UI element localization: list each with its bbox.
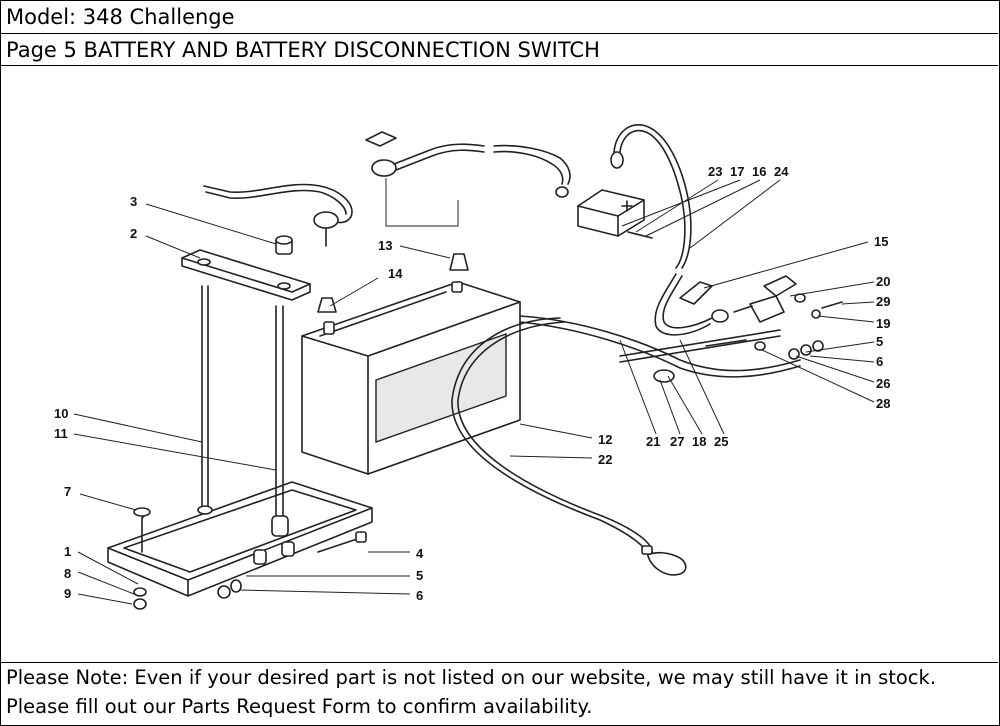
callout-24: 24 [774,164,789,179]
callout-12: 12 [598,432,612,447]
negative-cable [203,183,353,247]
callout-14: 14 [388,266,403,281]
callout-3: 3 [130,194,137,209]
callout-17: 17 [730,164,744,179]
callout-23: 23 [708,164,722,179]
callout-1: 1 [64,544,71,559]
positive-cable [365,131,571,227]
callout-19: 19 [876,316,890,331]
callout-13: 13 [378,238,392,253]
fuse-box [577,189,653,239]
callout-10: 10 [54,406,68,421]
callout-18: 18 [692,434,706,449]
callout-7: 7 [64,484,71,499]
terminal-caps [317,253,469,313]
pull-cable [451,317,687,576]
callout-15: 15 [874,234,888,249]
callout-9: 9 [64,586,71,601]
callout-29: 29 [876,294,890,309]
parts-diagram: 1 2 3 4 5 6 7 8 9 10 11 12 22 13 14 15 2… [54,124,890,610]
tie-rods [197,285,289,537]
callout-28: 28 [876,396,890,411]
callout-labels: 1 2 3 4 5 6 7 8 9 10 11 12 22 13 14 15 2… [54,164,890,603]
callout-25: 25 [714,434,728,449]
callout-5a: 5 [416,568,423,583]
battery-tray [107,481,373,597]
model-header: Model: 348 Challenge [0,0,998,34]
callout-20: 20 [876,274,890,289]
wiring-harness [519,315,824,383]
note-line-1: Please Note: Even if your desired part i… [6,666,937,689]
clamp-bar [181,235,311,301]
callout-11: 11 [54,426,68,441]
callout-8: 8 [64,566,71,581]
disconnection-switch [679,275,843,323]
callout-16: 16 [752,164,766,179]
callout-27: 27 [670,434,684,449]
callout-2: 2 [130,226,137,241]
leader-lines [73,179,875,605]
callout-22: 22 [598,452,612,467]
callout-4: 4 [416,546,424,561]
callout-6a: 6 [416,588,423,603]
page-title: Page 5 BATTERY AND BATTERY DISCONNECTION… [0,34,998,66]
mounting-bolt [217,531,367,599]
callout-5b: 5 [876,334,883,349]
callout-26: 26 [876,376,890,391]
callout-21: 21 [646,434,660,449]
switch-cable [610,124,729,336]
screw-and-nuts [133,507,151,610]
note-line-2: Please fill out our Parts Request Form t… [6,695,593,718]
availability-note: Please Note: Even if your desired part i… [0,662,998,724]
callout-6b: 6 [876,354,883,369]
